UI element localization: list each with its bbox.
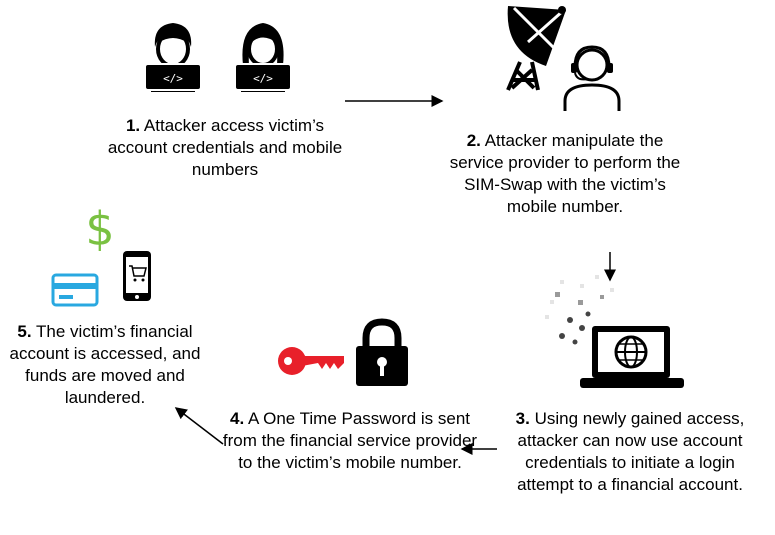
step-1-description: Attacker access victim’s account credent… [107, 116, 343, 179]
svg-text:</>: </> [253, 72, 273, 85]
laptop-globe-icon [545, 275, 684, 388]
hacker-icon: </> [144, 23, 202, 92]
svg-text:</>: </> [163, 72, 183, 85]
dollar-sign-icon: $ [85, 203, 114, 251]
step-3-text: 3. Using newly gained access, attacker c… [505, 408, 755, 496]
step-4-description: A One Time Password is sent from the fin… [222, 409, 478, 472]
satellite-dish-icon [506, 6, 566, 91]
hacker-icon: </> [234, 23, 292, 92]
step-4-text: 4. A One Time Password is sent from the … [220, 408, 480, 474]
step-1-number: 1. [125, 116, 141, 135]
step-5-text: 5. The victim’s financial account is acc… [0, 321, 215, 409]
step-2-description: Attacker manipulate the service provider… [449, 131, 681, 216]
step-3-number: 3. [515, 409, 530, 428]
step-5-description: The victim’s financial account is access… [9, 322, 201, 407]
phone-cart-icon [123, 251, 151, 301]
key-icon [278, 347, 344, 375]
credit-card-icon [51, 273, 99, 307]
arrow-4-to-5 [174, 407, 224, 445]
svg-text:$: $ [85, 203, 114, 251]
step-5-number: 5. [17, 322, 32, 341]
step-3-description: Using newly gained access, attacker can … [517, 409, 745, 494]
step-1-text: 1. Attacker access victim’s account cred… [100, 115, 350, 181]
call-center-operator-icon [563, 45, 621, 111]
step-4-number: 4. [229, 409, 245, 428]
step-2-number: 2. [466, 131, 481, 150]
step-2-text: 2. Attacker manipulate the service provi… [440, 130, 690, 218]
padlock-icon [356, 318, 408, 386]
